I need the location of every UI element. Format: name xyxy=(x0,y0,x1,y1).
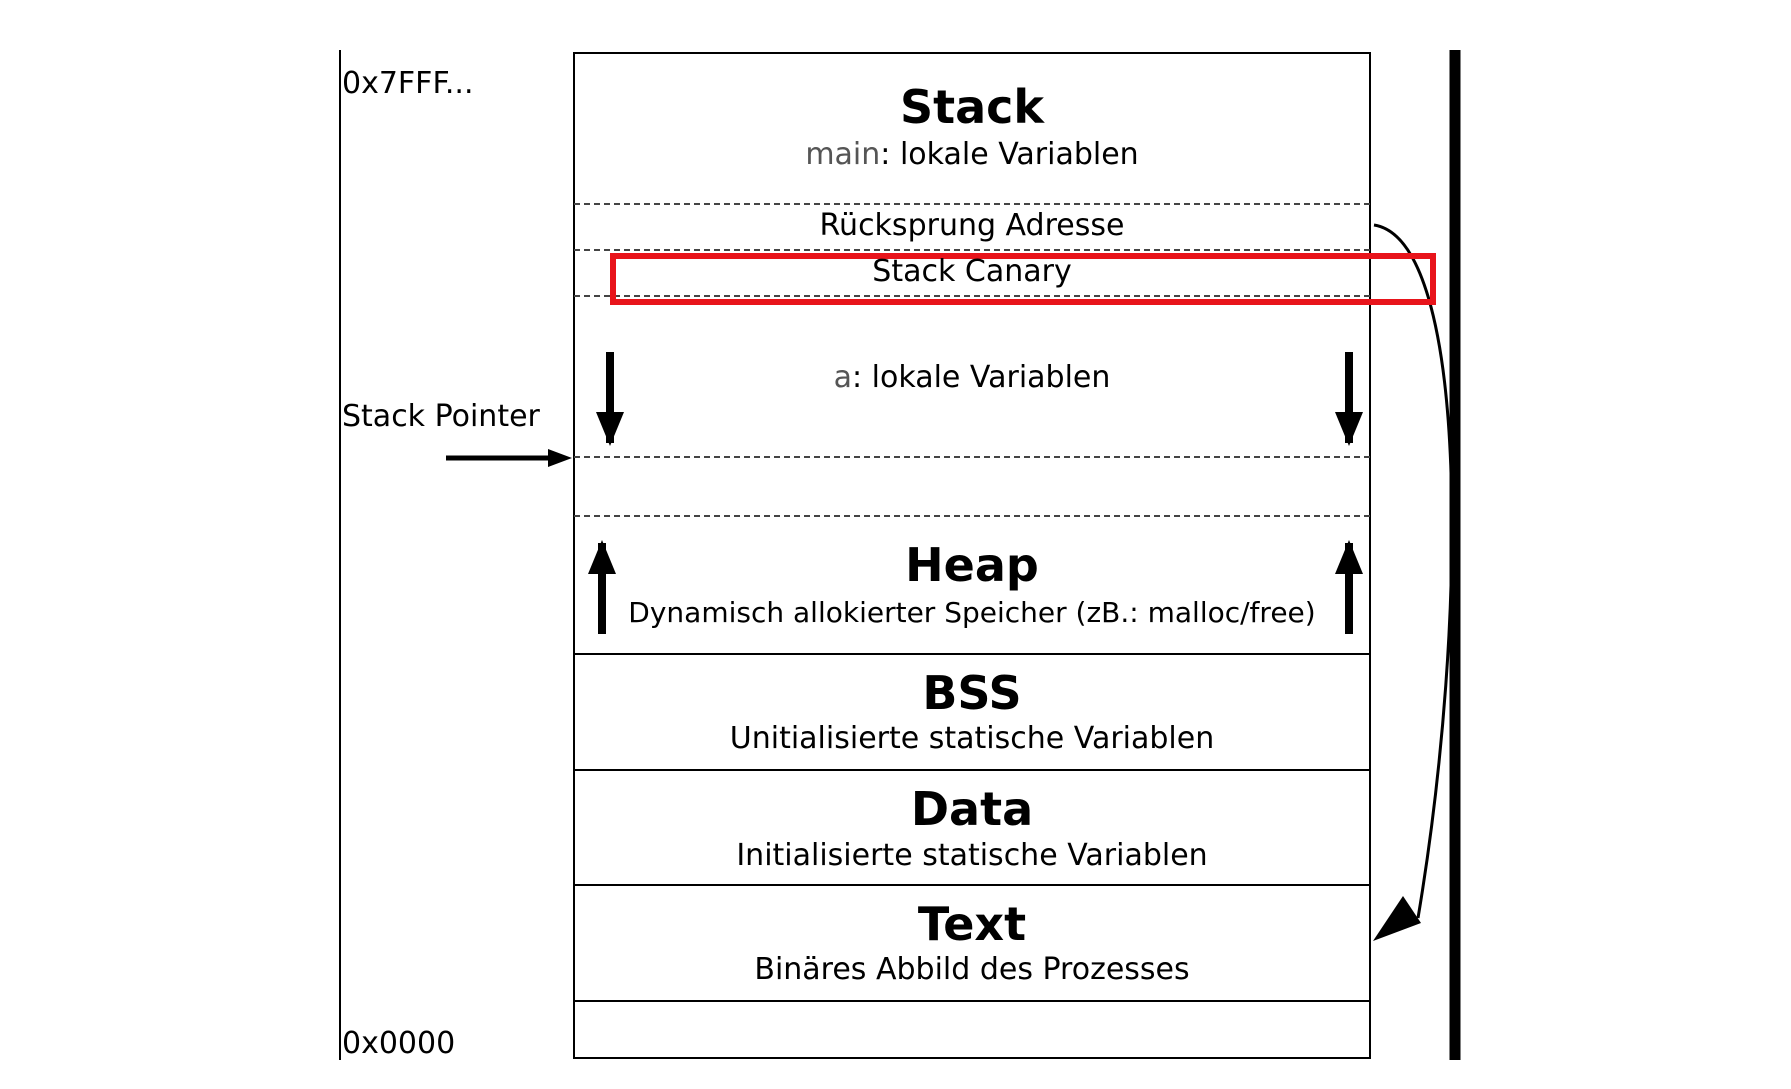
stack-grow-arrowhead-left xyxy=(596,412,624,446)
a-locals: a: lokale Variablen xyxy=(834,360,1111,395)
stack-pointer-label: Stack Pointer xyxy=(342,399,540,434)
heap-desc: Dynamisch allokierter Speicher (zB.: mal… xyxy=(628,596,1316,629)
stack-main-locals: main: lokale Variablen xyxy=(805,137,1138,172)
canary-highlight-box xyxy=(610,253,1436,305)
address-bottom-label: 0x0000 xyxy=(342,1026,456,1061)
a-frame-sep: : xyxy=(852,360,872,395)
data-title: Data xyxy=(910,782,1034,836)
stack-canary-label: Stack Canary xyxy=(872,254,1072,289)
stack-title: Stack xyxy=(899,80,1045,134)
data-desc: Initialisierte statische Variablen xyxy=(736,838,1208,873)
return-address-arrow xyxy=(1373,223,1454,919)
text-title: Text xyxy=(917,897,1027,951)
return-address-arrowhead xyxy=(1373,896,1421,941)
text-desc: Binäres Abbild des Prozesses xyxy=(754,952,1190,987)
a-frame-desc: lokale Variablen xyxy=(871,360,1111,395)
stack-frame-sep: : xyxy=(880,137,900,172)
a-frame-name: a xyxy=(833,360,852,395)
bss-desc: Unitialisierte statische Variablen xyxy=(729,721,1215,756)
memory-box xyxy=(573,52,1371,1059)
stack-frame-desc: lokale Variablen xyxy=(899,137,1139,172)
heap-title: Heap xyxy=(905,538,1039,592)
return-address-label: Rücksprung Adresse xyxy=(819,208,1125,243)
heap-grow-arrowhead-left xyxy=(588,540,616,574)
stack-pointer-arrowhead xyxy=(548,449,572,467)
heap-grow-arrowhead-right xyxy=(1335,540,1363,574)
address-top-label: 0x7FFF... xyxy=(342,66,474,101)
bss-title: BSS xyxy=(922,666,1022,720)
stack-frame-name: main xyxy=(805,137,881,172)
stack-grow-arrowhead-right xyxy=(1335,412,1363,446)
